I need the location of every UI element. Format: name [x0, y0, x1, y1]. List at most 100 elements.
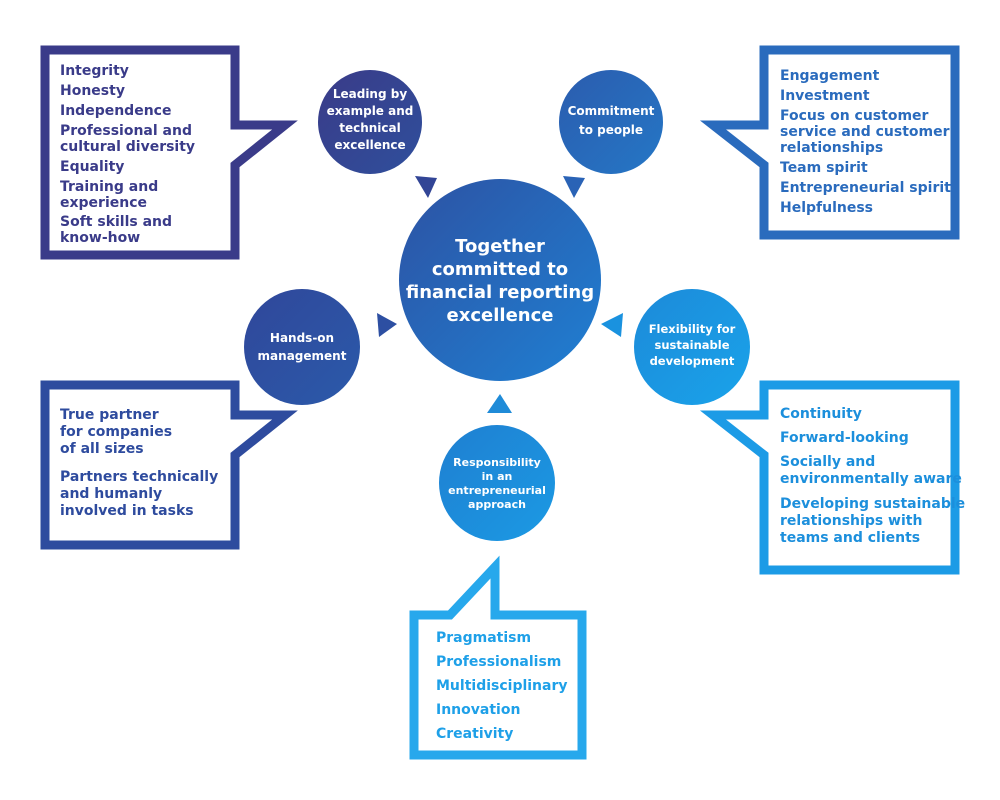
- text-line: Hands-on: [270, 331, 334, 345]
- text-line: Together: [455, 236, 545, 257]
- callout-item: Team spirit: [780, 160, 868, 176]
- text-line: environmentally aware: [780, 471, 962, 487]
- callout-box-hands-on: [40, 380, 298, 550]
- callout-item: Multidisciplinary: [436, 678, 568, 694]
- callout-box-flexibility: [699, 380, 960, 575]
- text-line: Independence: [60, 103, 171, 119]
- text-line: excellence: [334, 138, 405, 152]
- text-line: Focus on customer: [780, 108, 929, 124]
- text-line: development: [650, 354, 735, 368]
- circle-responsibility: [439, 425, 555, 541]
- text-line: Engagement: [780, 68, 880, 84]
- text-line: approach: [468, 498, 526, 511]
- text-line: Multidisciplinary: [436, 678, 568, 694]
- callout-box-leading: [40, 45, 298, 260]
- callout-item: Equality: [60, 159, 124, 175]
- callout-item: Integrity: [60, 63, 129, 79]
- arrow-leading-icon: [415, 176, 437, 198]
- circle-leading: [318, 70, 422, 174]
- text-line: financial reporting: [406, 282, 594, 303]
- callout-items-leading: Integrity Honesty Independence Professio…: [60, 63, 195, 246]
- callout-item: Helpfulness: [780, 200, 873, 216]
- node-label-commitment: Commitment to people: [568, 104, 655, 137]
- callout-items-responsibility: Pragmatism Professionalism Multidiscipli…: [436, 630, 568, 742]
- text-line: Equality: [60, 159, 124, 175]
- text-line: and humanly: [60, 486, 162, 502]
- callout-item: Innovation: [436, 702, 520, 718]
- text-line: Helpfulness: [780, 200, 873, 216]
- circle-flexibility: [634, 289, 750, 405]
- text-line: Training and: [60, 179, 158, 195]
- circle-commitment: [559, 70, 663, 174]
- text-line: Soft skills and: [60, 214, 172, 230]
- text-line: involved in tasks: [60, 503, 194, 519]
- callout-item: Creativity: [436, 726, 513, 742]
- text-line: Flexibility for: [649, 322, 736, 336]
- arrow-responsibility-icon: [487, 394, 512, 413]
- text-line: Partners technically: [60, 469, 218, 485]
- text-line: management: [258, 349, 347, 363]
- callout-item: Professionalism: [436, 654, 561, 670]
- text-line: Responsibility: [453, 456, 541, 469]
- text-line: entrepreneurial: [448, 484, 546, 497]
- text-line: cultural diversity: [60, 139, 195, 155]
- text-line: example and: [327, 104, 414, 118]
- text-line: Leading by: [333, 87, 407, 101]
- text-line: Investment: [780, 88, 870, 104]
- text-line: of all sizes: [60, 441, 144, 457]
- text-line: for companies: [60, 424, 172, 440]
- text-line: Professional and: [60, 123, 192, 139]
- arrow-hands-on-icon: [377, 313, 397, 337]
- text-line: True partner: [60, 407, 159, 423]
- callout-box-responsibility: [409, 555, 587, 760]
- text-line: relationships with: [780, 513, 922, 529]
- text-line: relationships: [780, 140, 883, 156]
- text-line: teams and clients: [780, 530, 920, 546]
- callout-item: Investment: [780, 88, 870, 104]
- text-line: know-how: [60, 230, 140, 246]
- text-line: sustainable: [655, 338, 730, 352]
- text-line: Honesty: [60, 83, 125, 99]
- text-line: Pragmatism: [436, 630, 531, 646]
- text-line: Integrity: [60, 63, 129, 79]
- node-label-leading: Leading by example and technical excellence: [327, 87, 414, 152]
- text-line: Commitment: [568, 104, 655, 118]
- text-line: in an: [482, 470, 513, 483]
- text-line: Creativity: [436, 726, 513, 742]
- text-line: to people: [579, 123, 643, 137]
- text-line: Entrepreneurial spirit: [780, 180, 951, 196]
- text-line: technical: [339, 121, 401, 135]
- node-label-flexibility: Flexibility for sustainable development: [649, 322, 736, 368]
- circle-hands-on: [244, 289, 360, 405]
- text-line: Forward-looking: [780, 430, 909, 446]
- text-line: Continuity: [780, 406, 862, 422]
- text-line: Team spirit: [780, 160, 868, 176]
- callout-item: Engagement: [780, 68, 880, 84]
- text-line: Socially and: [780, 454, 875, 470]
- text-line: Developing sustainable: [780, 496, 965, 512]
- text-line: Professionalism: [436, 654, 561, 670]
- text-line: committed to: [432, 259, 568, 280]
- callout-item: Continuity: [780, 406, 862, 422]
- callout-item: Pragmatism: [436, 630, 531, 646]
- text-line: service and customer: [780, 124, 950, 140]
- text-line: excellence: [447, 305, 554, 326]
- text-line: experience: [60, 195, 147, 211]
- arrow-flexibility-icon: [601, 313, 623, 337]
- center-circle: [399, 179, 601, 381]
- node-label-hands-on: Hands-on management: [258, 331, 347, 363]
